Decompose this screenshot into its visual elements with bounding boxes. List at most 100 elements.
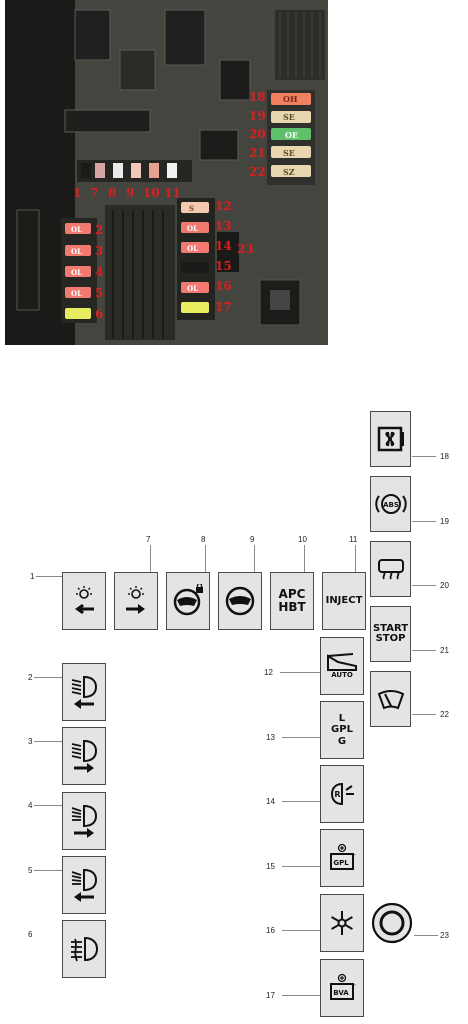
fuse-rating-2: OL	[71, 225, 83, 234]
photo-label-2: 2	[95, 223, 104, 237]
fuse-icon-6-front-fog	[62, 920, 106, 978]
fuse-icon-17-bva-battery: BVA +	[320, 959, 364, 1017]
low-beam-right-icon	[71, 739, 98, 773]
svg-text:+: +	[351, 852, 356, 859]
number-5: 5	[28, 866, 33, 875]
leader-14	[282, 801, 320, 802]
fuse-box-photo: OH SE OE SE SZ OL OL OL OL S OL OL OL 18…	[5, 0, 328, 345]
photo-label-8: 8	[108, 186, 117, 200]
number-6: 6	[28, 930, 33, 939]
leader-13	[282, 737, 320, 738]
photo-label-11: 11	[164, 186, 181, 200]
apc-line2: HBT	[278, 600, 306, 614]
number-11: 11	[349, 535, 358, 544]
fuse-icon-11-inject: INJECT	[322, 572, 366, 630]
windscreen-wiper-icon	[377, 690, 404, 710]
high-beam-left-icon	[71, 868, 98, 902]
leader-8	[205, 545, 206, 573]
side-light-left-icon	[75, 586, 94, 615]
fuse-box-photo-image	[5, 0, 328, 345]
steering-wheel-icon	[225, 586, 255, 616]
photo-label-9: 9	[126, 186, 135, 200]
leader-16	[282, 930, 320, 931]
fuse-rating-3: OL	[71, 247, 83, 256]
svg-text:+: +	[351, 982, 356, 989]
photo-label-20: 20	[249, 127, 266, 141]
leader-11	[355, 545, 356, 573]
fuse-icon-5-high-beam-left	[62, 856, 106, 914]
steering-lock-icon	[173, 584, 203, 616]
number-14: 14	[266, 797, 275, 806]
leader-15	[282, 866, 320, 867]
leader-9	[254, 545, 255, 573]
number-3: 3	[28, 737, 33, 746]
fuse-icon-20-rear-defrost	[370, 541, 411, 597]
fuse-icon-15-gpl-battery: GPL +	[320, 829, 364, 887]
leader-22	[412, 714, 436, 715]
auto-headlight-icon	[327, 653, 357, 672]
number-19: 19	[440, 517, 449, 526]
side-light-right-icon	[126, 586, 145, 614]
fuse-rating-18: OH	[283, 94, 298, 104]
photo-label-6: 6	[95, 307, 104, 321]
rear-defrost-icon	[377, 559, 404, 580]
gpl-line3: G	[337, 735, 347, 747]
leader-21	[412, 650, 436, 651]
fuse-icon-13-gpl: L GPL G	[320, 701, 364, 759]
number-10: 10	[298, 535, 307, 544]
photo-label-23: 23	[237, 242, 254, 256]
fuse-icon-3-low-beam-right	[62, 727, 106, 785]
fuse-icon-14-reverse-light: R	[320, 765, 364, 823]
leader-19	[412, 521, 436, 522]
photo-label-4: 4	[95, 265, 104, 279]
fuse-rating-13: OL	[187, 224, 199, 233]
photo-label-7: 7	[90, 186, 99, 200]
fuse-icon-4-high-beam-right	[62, 792, 106, 850]
gpl-battery-text: GPL	[333, 859, 349, 867]
number-1: 1	[30, 572, 35, 581]
start-stop-line2: STOP	[375, 633, 406, 644]
fuse-icon-16-air-conditioning	[320, 894, 364, 952]
fuse-icon-19-abs: ABS	[370, 476, 411, 532]
photo-label-10: 10	[143, 186, 160, 200]
ventilation-fan-icon	[377, 426, 404, 452]
fuse-icon-1-side-light-left	[62, 572, 106, 630]
leader-10	[304, 545, 305, 573]
fuse-rating-5: OL	[71, 289, 83, 298]
reverse-r-text: R	[334, 790, 340, 799]
fuse-rating-4: OL	[71, 268, 83, 277]
fuse-icon-7-side-light-right	[114, 572, 158, 630]
leader-2	[34, 677, 62, 678]
number-15: 15	[266, 862, 275, 871]
photo-label-16: 16	[215, 279, 232, 293]
leader-1	[36, 576, 62, 577]
apc-line1: APC	[278, 587, 306, 602]
photo-label-15: 15	[215, 259, 232, 273]
number-20: 20	[440, 581, 449, 590]
number-17: 17	[266, 991, 275, 1000]
leader-12	[280, 672, 320, 673]
gpl-line2: GPL	[331, 724, 353, 736]
number-12: 12	[264, 668, 273, 677]
number-2: 2	[28, 673, 33, 682]
fuse-rating-16: OL	[187, 284, 199, 293]
fuse-rating-20: OE	[285, 130, 299, 140]
fuse-icon-21-start-stop: START STOP	[370, 606, 411, 662]
high-beam-right-icon	[71, 804, 98, 838]
leader-7	[150, 545, 151, 573]
photo-label-14: 14	[215, 239, 232, 253]
abs-icon: ABS	[374, 494, 407, 514]
fuse-icon-8-steering-lock	[166, 572, 210, 630]
auto-text: AUTO	[331, 671, 353, 680]
number-9: 9	[250, 535, 255, 544]
fuse-rating-14: OL	[187, 244, 199, 253]
gpl-line1: L	[338, 712, 346, 724]
fuse-rating-19: SE	[283, 112, 295, 122]
photo-label-3: 3	[95, 244, 104, 258]
snowflake-icon	[331, 911, 353, 935]
leader-18	[412, 456, 436, 457]
number-16: 16	[266, 926, 275, 935]
ring-icon	[371, 902, 413, 944]
number-4: 4	[28, 801, 33, 810]
photo-label-22: 22	[249, 165, 266, 179]
